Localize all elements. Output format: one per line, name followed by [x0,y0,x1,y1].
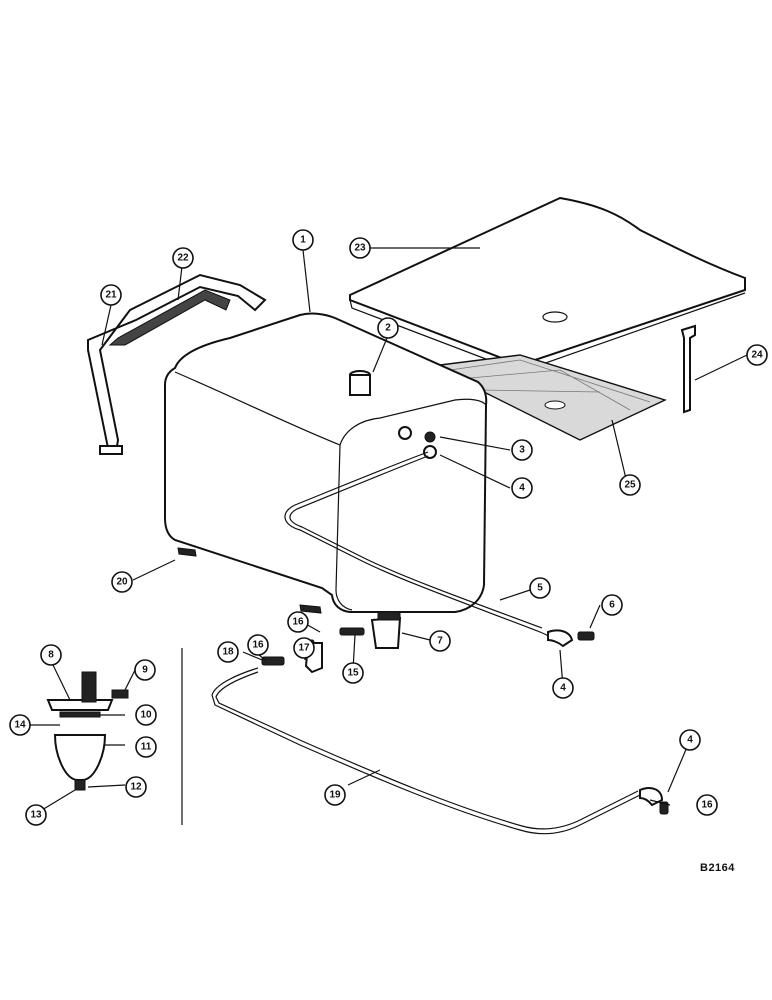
callout-25: 25 [619,474,641,496]
callout-18: 18 [217,641,239,663]
fuel-supply-line [211,667,669,835]
tank-strap-assembly [87,273,267,455]
svg-text:23: 23 [354,243,366,254]
svg-text:15: 15 [347,668,359,679]
svg-text:3: 3 [519,445,525,456]
svg-text:20: 20 [116,577,128,588]
callout-11: 11 [135,736,157,758]
callout-2: 2 [377,317,399,339]
svg-text:7: 7 [437,636,443,647]
sediment-bowl-inset [46,648,183,825]
callout-14: 14 [9,714,31,736]
svg-text:13: 13 [30,810,42,821]
svg-text:16: 16 [252,640,264,651]
fuel-filter-fittings [261,611,402,674]
callout-15: 15 [342,662,364,684]
callout-20: 20 [111,571,133,593]
svg-text:18: 18 [222,647,234,658]
svg-text:1: 1 [300,235,306,246]
callout-16: 16 [247,634,269,656]
svg-text:12: 12 [130,782,142,793]
svg-text:4: 4 [687,735,693,746]
svg-text:25: 25 [624,480,636,491]
top-cover-plate [349,196,746,373]
callout-4: 4 [552,677,574,699]
callout-17: 17 [293,637,315,659]
svg-text:11: 11 [141,742,152,753]
svg-text:6: 6 [609,600,615,611]
svg-text:16: 16 [292,617,304,628]
callout-5: 5 [529,577,551,599]
svg-text:5: 5 [537,583,543,594]
svg-text:4: 4 [560,683,566,694]
svg-text:19: 19 [329,790,341,801]
callout-10: 10 [135,704,157,726]
callout-19: 19 [324,784,346,806]
callout-balloons: 1 2 3 4 4 4 5 6 7 8 9 10 11 12 13 14 15 … [9,229,768,826]
callout-9: 9 [134,659,156,681]
svg-text:2: 2 [385,323,391,334]
callout-16: 16 [696,794,718,816]
callout-16: 16 [287,611,309,633]
callout-23: 23 [349,237,371,259]
svg-text:10: 10 [140,710,152,721]
svg-text:24: 24 [751,350,763,361]
callout-6: 6 [601,594,623,616]
callout-13: 13 [25,804,47,826]
svg-text:16: 16 [701,800,713,811]
callout-22: 22 [172,247,194,269]
callout-12: 12 [125,776,147,798]
fuel-return-line [284,451,595,648]
svg-text:8: 8 [48,650,54,661]
tank-feet [177,547,322,614]
svg-text:22: 22 [177,253,189,264]
svg-text:4: 4 [519,483,525,494]
callout-4: 4 [511,477,533,499]
callout-21: 21 [100,284,122,306]
callout-7: 7 [429,630,451,652]
svg-text:21: 21 [105,290,117,301]
svg-text:9: 9 [142,665,148,676]
callout-1: 1 [292,229,314,251]
bracket [680,324,696,414]
callout-24: 24 [746,344,768,366]
callout-8: 8 [40,644,62,666]
fuel-tank [164,312,488,613]
svg-text:17: 17 [298,643,310,654]
svg-text:14: 14 [14,720,26,731]
callout-4: 4 [679,729,701,751]
callout-3: 3 [511,439,533,461]
drawing-id-label: B2164 [700,862,735,874]
tank-end-fittings [398,426,437,459]
